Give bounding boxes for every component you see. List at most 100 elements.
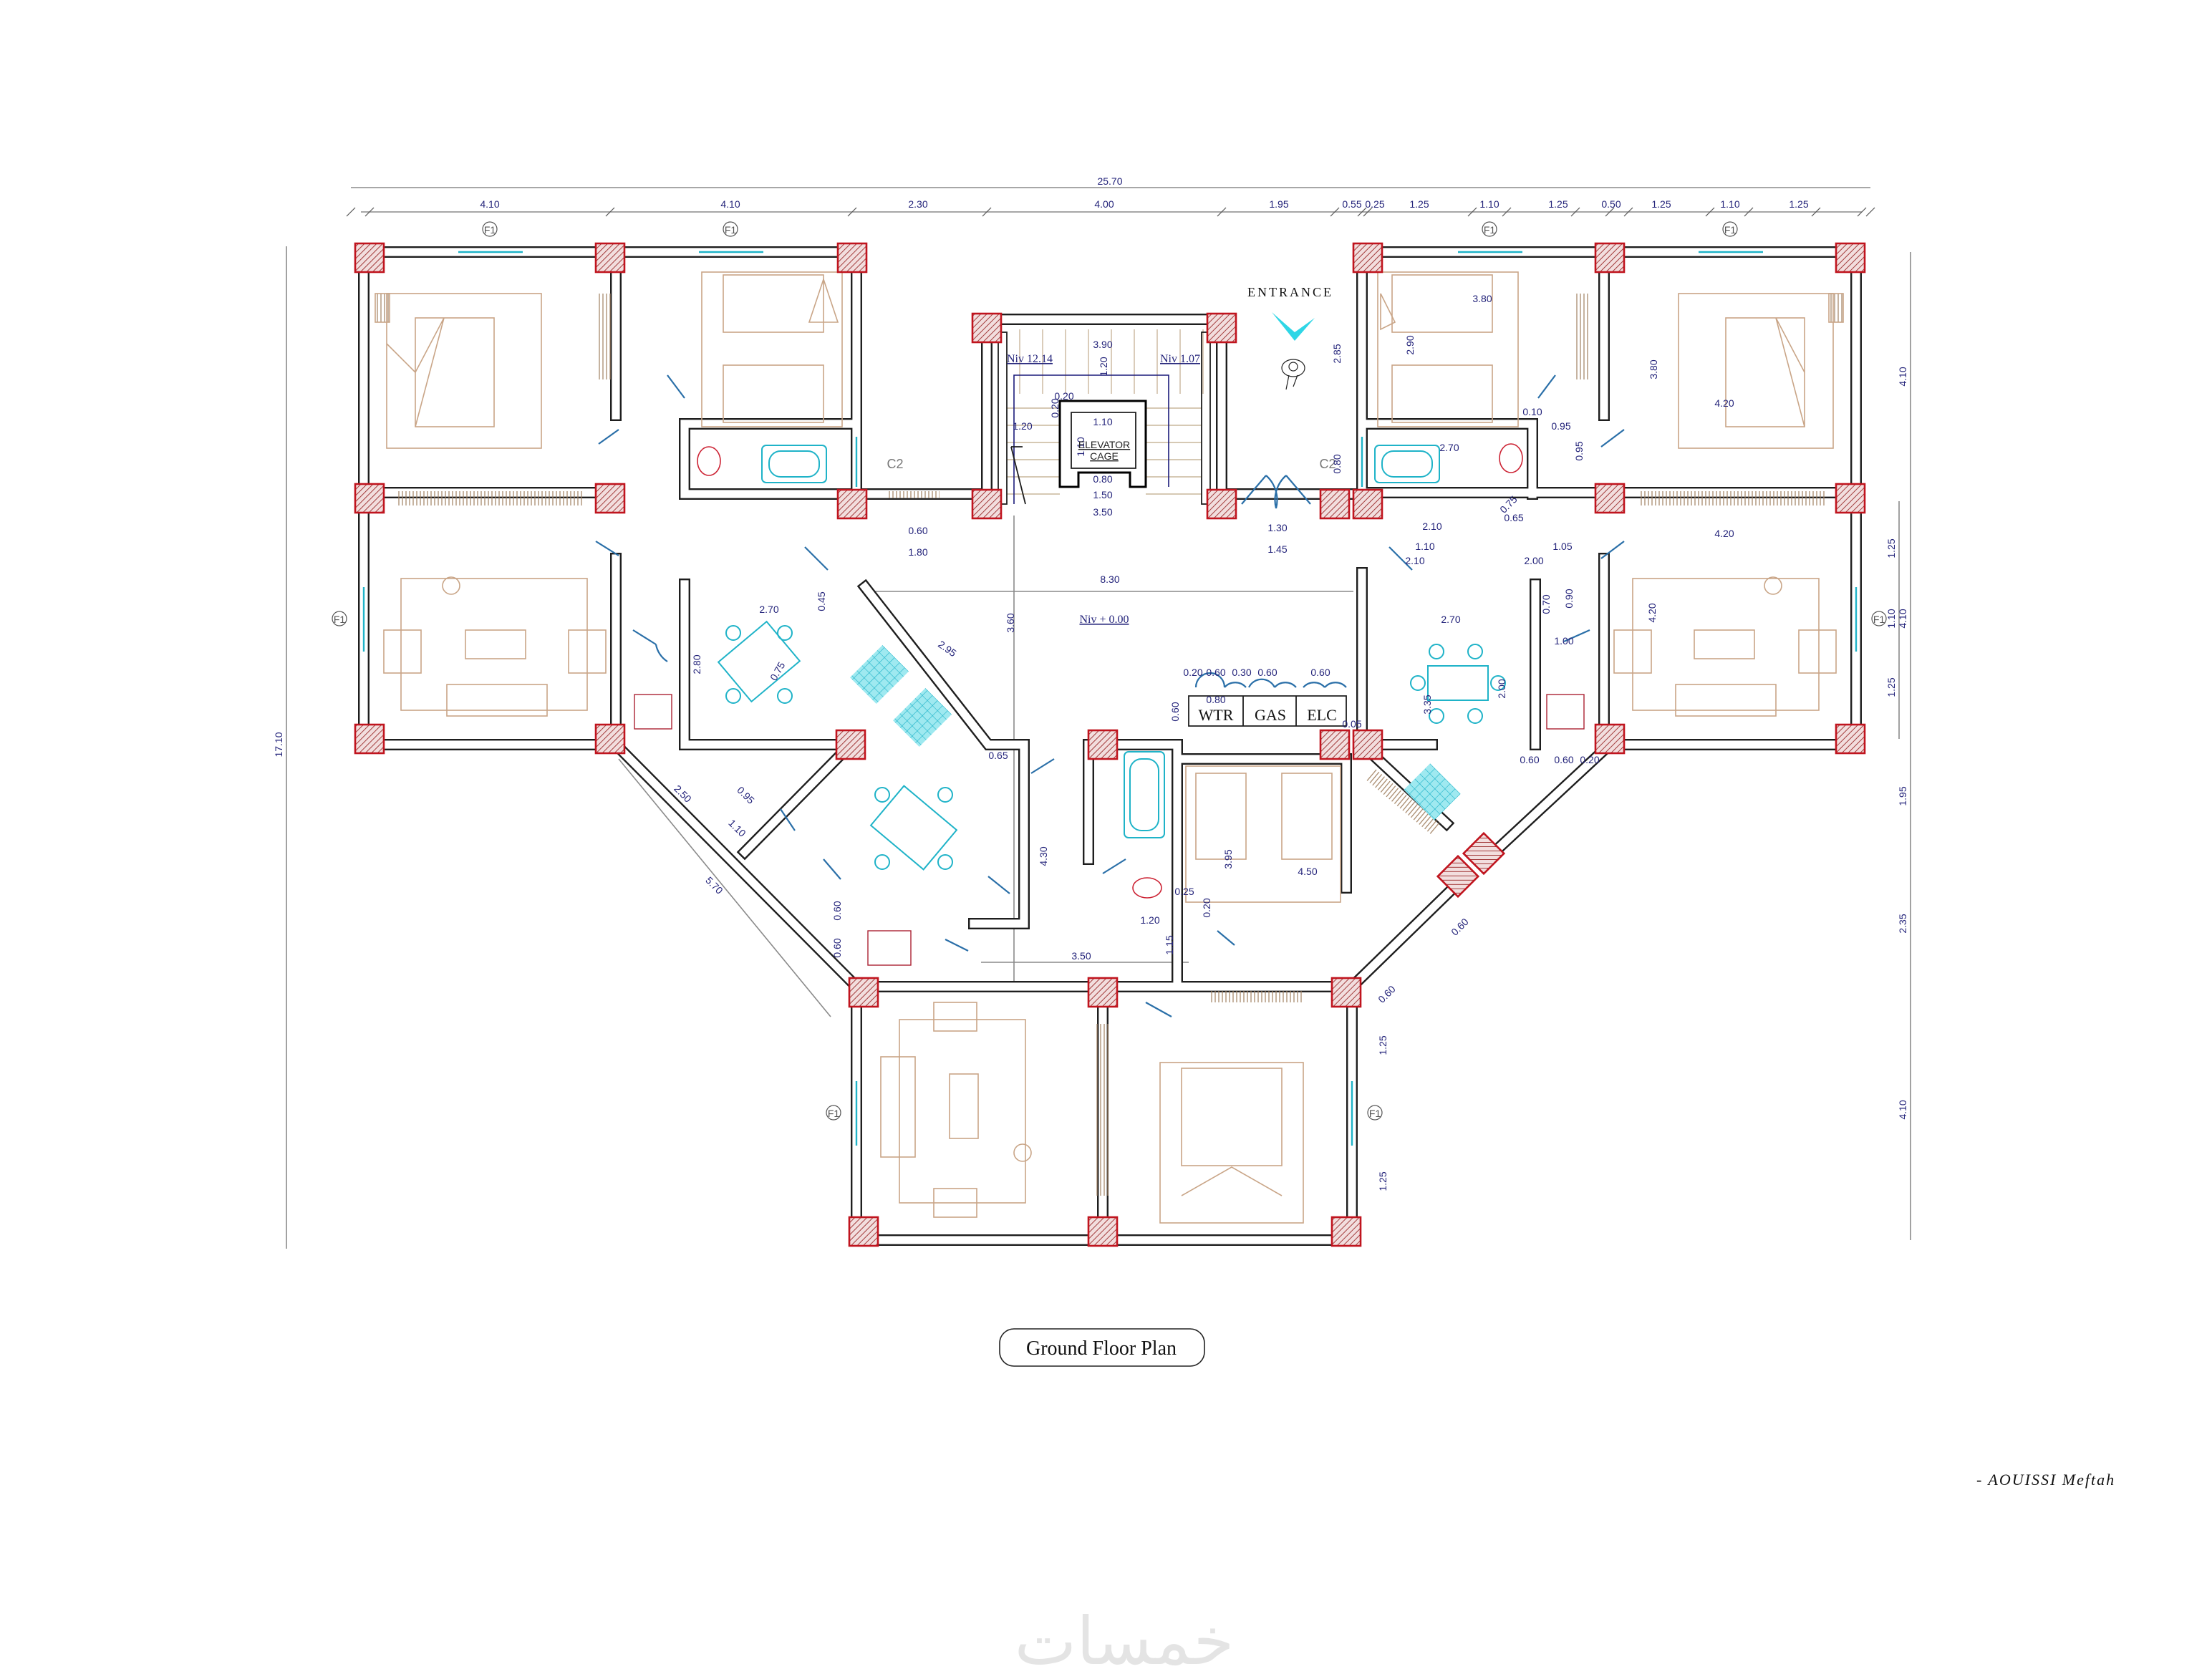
door-tag: C2 [1319, 457, 1336, 471]
bed [701, 271, 843, 427]
stairwell: 3.90 1.20 0.20 0.20 1.20 1.10 1.10 0.80 … [998, 329, 1211, 518]
utility-dim: 0.20 [1183, 667, 1202, 678]
structural-columns [354, 242, 1866, 1247]
interior-dim: 0.20 [1201, 898, 1212, 917]
right-dim: 1.25 [1885, 538, 1897, 558]
dimension-tick [346, 207, 356, 217]
stair-dim: 0.80 [1093, 473, 1112, 485]
column [1087, 977, 1119, 1008]
dimension-tick [1363, 207, 1373, 217]
bed [375, 293, 542, 449]
furniture [375, 271, 1844, 1224]
dimension-tick [1705, 207, 1715, 217]
interior-dim: 0.90 [1563, 589, 1575, 608]
dining-set [1410, 644, 1506, 724]
top-dim: 2.30 [908, 198, 927, 210]
wardrobe [1366, 768, 1441, 836]
bed [1377, 271, 1519, 427]
wardrobe [1575, 294, 1590, 379]
wardrobe [1210, 991, 1303, 1002]
plan-title: Ground Floor Plan [999, 1328, 1205, 1367]
column [1319, 488, 1351, 520]
column [594, 483, 626, 514]
wardrobe [599, 294, 613, 379]
top-dim: 0.50 [1601, 198, 1621, 210]
interior-dim: 0.75 [768, 660, 788, 683]
top-dim: 0.25 [1365, 198, 1384, 210]
interior-dim: 2.70 [1439, 442, 1459, 453]
elevator-label: CAGE [1090, 450, 1119, 462]
electric-meter-label: ELC [1307, 706, 1337, 724]
dimension-tick [1857, 207, 1867, 217]
right-dim: 1.95 [1897, 786, 1908, 805]
column [1594, 242, 1626, 274]
interior-dim: 3.35 [1421, 695, 1433, 714]
dimension-tick [1467, 207, 1477, 217]
column [1594, 483, 1626, 514]
dimension-tick [1605, 207, 1615, 217]
interior-dim: 4.20 [1646, 603, 1658, 622]
top-dim: 1.25 [1651, 198, 1671, 210]
interior-dim: 4.20 [1714, 397, 1734, 409]
column [848, 1216, 879, 1247]
interior-dim: 1.80 [908, 546, 927, 558]
interior-dim: 5.70 [703, 874, 725, 896]
water-meter-label: WTR [1199, 706, 1234, 724]
window-tag: F1 [1873, 614, 1885, 625]
interior-dim: 2.90 [1404, 335, 1416, 354]
interior-dim: 1.10 [726, 817, 748, 839]
window-tag: F1 [334, 614, 346, 625]
bathtub [1374, 445, 1440, 483]
column [1352, 729, 1383, 760]
living-room-set [880, 1002, 1032, 1218]
top-dim: 4.00 [1094, 198, 1114, 210]
interior-dim: 0.60 [831, 938, 843, 957]
kitchen-counter [1404, 763, 1461, 821]
top-dim: 4.10 [480, 198, 499, 210]
interior-dim: 2.85 [1331, 344, 1343, 363]
plan-title-text: Ground Floor Plan [1026, 1337, 1177, 1360]
top-dim: 1.25 [1548, 198, 1568, 210]
interior-dim: 0.95 [1573, 441, 1585, 460]
column [835, 729, 866, 760]
interior-dim: 0.25 [1174, 886, 1194, 897]
interior-dim: 0.65 [988, 750, 1008, 761]
utility-dim: 0.60 [1206, 667, 1225, 678]
dimension-labels: 25.70 17.10 4.10 4.10 2.30 4.00 1.95 0.5… [273, 175, 1908, 1191]
interior-dim: 2.70 [1441, 614, 1460, 625]
stair-level-left: Niv 12.14 [1007, 353, 1053, 365]
stair-dim: 1.20 [1013, 420, 1032, 432]
window-tag: F1 [1484, 224, 1496, 236]
interior-dim: 1.25 [1377, 1171, 1388, 1191]
window-tag: F1 [484, 224, 496, 236]
interior-dim: 3.80 [1648, 359, 1659, 379]
interior-dim: 1.10 [1415, 541, 1434, 552]
interior-dim: 0.20 [1580, 754, 1599, 765]
interior-dim: 4.20 [1714, 528, 1734, 539]
column [1835, 723, 1866, 755]
kitchen-counter [892, 687, 952, 747]
utility-dim: 0.05 [1342, 718, 1361, 730]
utility-dim: 0.60 [1310, 667, 1330, 678]
interior-dim: 1.15 [1164, 935, 1175, 954]
interior-dim: 3.60 [1005, 613, 1016, 632]
door-tag: C2 [887, 457, 903, 471]
window-tag: F1 [725, 224, 737, 236]
hall-level-label: Niv + 0.00 [1079, 614, 1129, 626]
interior-dim: 0.45 [816, 591, 827, 611]
stair-level-right: Niv 1.07 [1160, 353, 1200, 365]
entrance-marker: ENTRANCE [1247, 285, 1331, 390]
stair-dim: 1.20 [1098, 357, 1109, 376]
interior-dim: 1.00 [1554, 635, 1573, 647]
interior-dim: 2.10 [1405, 555, 1424, 566]
dimension-tick [1502, 207, 1512, 217]
column [1087, 1216, 1119, 1247]
column [1330, 1216, 1362, 1247]
dimension-tick [1357, 207, 1367, 217]
column [1206, 312, 1237, 344]
column [836, 242, 868, 274]
window-tag: F1 [1369, 1108, 1381, 1119]
column [1352, 488, 1383, 520]
dimension-tick [1623, 207, 1633, 217]
wardrobe [1094, 1024, 1109, 1196]
